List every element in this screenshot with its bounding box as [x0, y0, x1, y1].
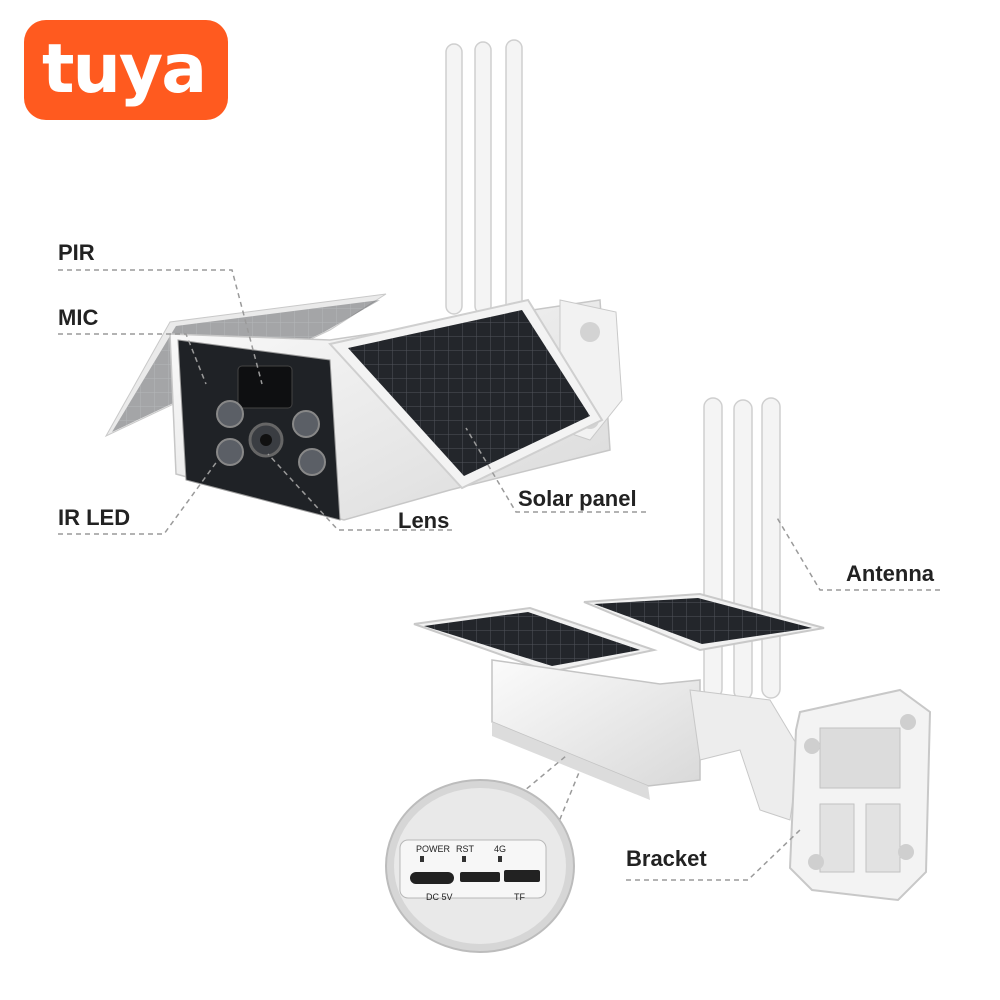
port-detail-inset: POWER RST 4G DC 5V TF — [385, 779, 575, 953]
label-lens: Lens — [398, 508, 450, 533]
label-antenna: Antenna — [846, 561, 934, 586]
leader-lines-front — [58, 269, 646, 535]
port-label-rst: RST — [456, 844, 475, 854]
label-ir-led: IR LED — [58, 505, 131, 530]
port-label-tf: TF — [514, 892, 525, 902]
label-bracket: Bracket — [626, 846, 707, 871]
antennas-rear — [703, 397, 781, 701]
pir-sensor — [237, 365, 293, 409]
port-label-4g: 4G — [494, 844, 506, 854]
logo-text: tuya — [42, 30, 207, 109]
port-label-dc5v: DC 5V — [426, 892, 453, 902]
camera-front-view — [104, 39, 623, 521]
label-solar-panel: Solar panel — [518, 486, 637, 511]
antennas-front — [445, 39, 523, 315]
label-mic: MIC — [58, 305, 99, 330]
port-label-power: POWER — [416, 844, 451, 854]
tuya-logo: tuya — [24, 20, 228, 120]
label-pir: PIR — [58, 240, 95, 265]
ir-leds — [216, 400, 326, 476]
camera-rear-view — [413, 397, 932, 902]
bracket-plate — [788, 688, 932, 902]
